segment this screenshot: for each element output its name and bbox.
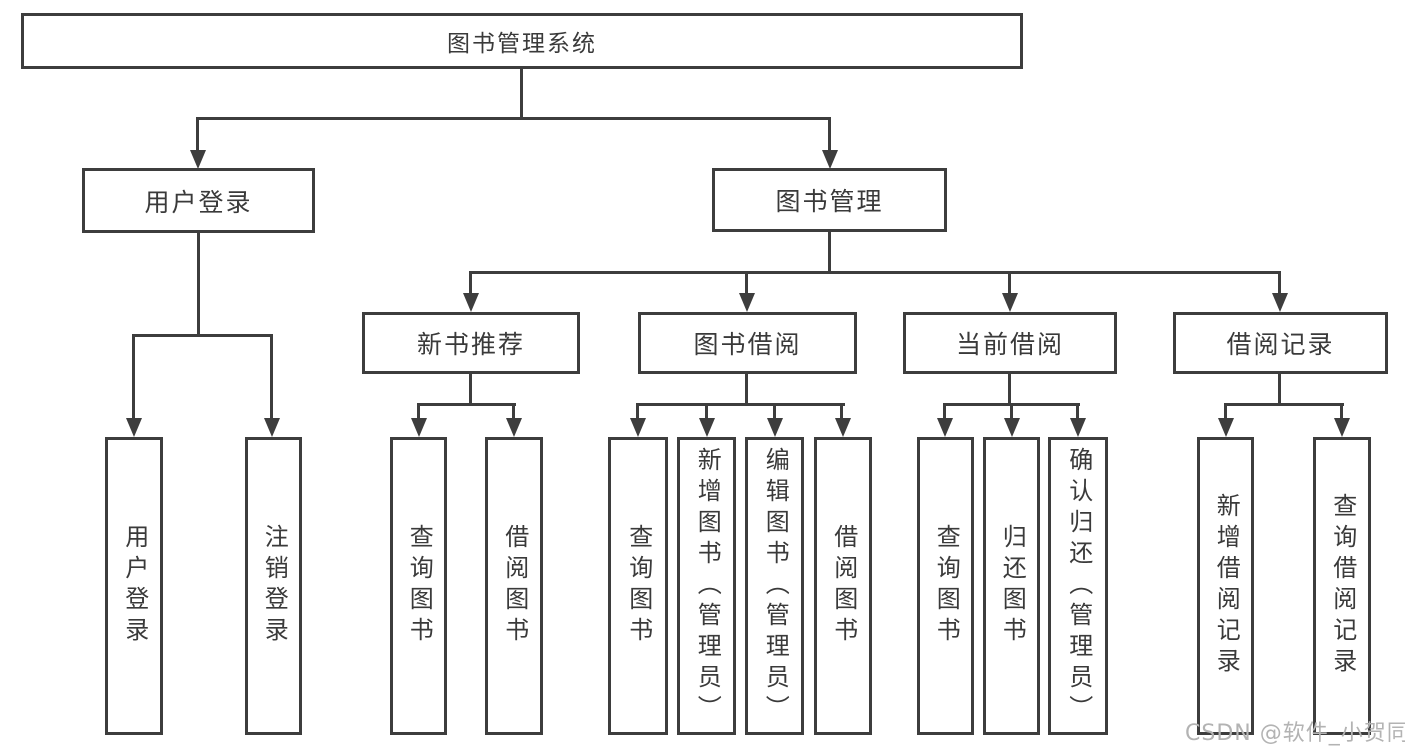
node-book-borrow: 图书借阅 xyxy=(638,312,857,374)
leaf-recommend-query-books: 查询图书 xyxy=(390,437,447,735)
connector-arrow-down xyxy=(739,293,755,312)
connector-vline xyxy=(469,271,472,295)
connector-vline xyxy=(636,403,639,420)
connector-vline xyxy=(520,69,523,118)
connector-arrow-down xyxy=(822,150,838,169)
node-new-book-recommend-label: 新书推荐 xyxy=(416,330,525,359)
leaf-edit-books-admin-label: 编辑图书（管理员） xyxy=(761,446,790,726)
connector-vline xyxy=(1278,374,1281,406)
leaf-query-borrow-record-label: 查询借阅记录 xyxy=(1328,493,1357,679)
node-borrow-records: 借阅记录 xyxy=(1173,312,1388,374)
node-root-label: 图书管理系统 xyxy=(447,31,597,57)
connector-arrow-down xyxy=(767,418,783,437)
leaf-borrow-query-books-label: 查询图书 xyxy=(624,524,653,648)
connector-vline xyxy=(1076,403,1079,420)
leaf-edit-books-admin: 编辑图书（管理员） xyxy=(745,437,804,735)
connector-arrow-down xyxy=(506,418,522,437)
connector-vline xyxy=(1224,403,1227,420)
connector-vline xyxy=(1008,271,1011,295)
connector-vline xyxy=(270,334,273,420)
connector-vline xyxy=(469,374,472,406)
leaf-current-query-books-label: 查询图书 xyxy=(932,524,961,648)
connector-vline xyxy=(132,334,135,420)
connector-vline xyxy=(196,117,199,151)
connector-arrow-down xyxy=(937,418,953,437)
leaf-return-books-label: 归还图书 xyxy=(998,524,1027,648)
connector-vline xyxy=(828,232,831,274)
leaf-query-borrow-record: 查询借阅记录 xyxy=(1313,437,1371,735)
node-borrow-records-label: 借阅记录 xyxy=(1226,330,1335,359)
leaf-recommend-query-books-label: 查询图书 xyxy=(405,524,434,648)
csdn-watermark: CSDN @软件_小贺同学 xyxy=(1185,721,1405,746)
connector-arrow-down xyxy=(1070,418,1086,437)
connector-hline xyxy=(196,117,831,120)
leaf-add-borrow-record-label: 新增借阅记录 xyxy=(1212,493,1241,679)
connector-vline xyxy=(705,403,708,420)
leaf-recommend-borrow-books: 借阅图书 xyxy=(485,437,543,735)
connector-arrow-down xyxy=(699,418,715,437)
leaf-confirm-return-admin: 确认归还（管理员） xyxy=(1048,437,1108,735)
leaf-add-books-admin-label: 新增图书（管理员） xyxy=(693,446,722,726)
connector-vline xyxy=(773,403,776,420)
node-user-login-label: 用户登录 xyxy=(144,187,253,217)
connector-vline xyxy=(745,271,748,295)
leaf-recommend-borrow-books-label: 借阅图书 xyxy=(500,524,529,648)
connector-vline xyxy=(828,117,831,151)
connector-vline xyxy=(1010,403,1013,420)
leaf-add-books-admin: 新增图书（管理员） xyxy=(677,437,736,735)
connector-hline xyxy=(417,403,516,406)
node-root: 图书管理系统 xyxy=(21,13,1023,69)
node-current-borrow-label: 当前借阅 xyxy=(955,330,1064,359)
connector-arrow-down xyxy=(264,418,280,437)
leaf-logout: 注销登录 xyxy=(245,437,302,735)
connector-arrow-down xyxy=(835,418,851,437)
leaf-user-login-label: 用户登录 xyxy=(120,524,149,648)
connector-hline xyxy=(636,403,845,406)
leaf-return-books: 归还图书 xyxy=(983,437,1040,735)
node-book-borrow-label: 图书借阅 xyxy=(693,330,802,359)
connector-hline xyxy=(132,334,273,337)
node-user-login: 用户登录 xyxy=(82,168,315,233)
leaf-add-borrow-record: 新增借阅记录 xyxy=(1197,437,1254,735)
connector-arrow-down xyxy=(1218,418,1234,437)
connector-arrow-down xyxy=(190,150,206,169)
leaf-borrow-books-label: 借阅图书 xyxy=(829,524,858,648)
connector-vline xyxy=(1008,374,1011,406)
connector-vline xyxy=(512,403,515,420)
connector-arrow-down xyxy=(630,418,646,437)
node-book-management-label: 图书管理 xyxy=(775,187,884,216)
connector-arrow-down xyxy=(126,418,142,437)
node-current-borrow: 当前借阅 xyxy=(903,312,1117,374)
leaf-confirm-return-admin-label: 确认归还（管理员） xyxy=(1064,446,1093,726)
leaf-user-login: 用户登录 xyxy=(105,437,163,735)
connector-vline xyxy=(417,403,420,420)
leaf-current-query-books: 查询图书 xyxy=(917,437,974,735)
connector-vline xyxy=(1340,403,1343,420)
connector-arrow-down xyxy=(1272,293,1288,312)
connector-hline xyxy=(469,271,1281,274)
connector-hline xyxy=(1224,403,1344,406)
leaf-borrow-query-books: 查询图书 xyxy=(608,437,668,735)
connector-vline xyxy=(745,374,748,406)
connector-arrow-down xyxy=(1334,418,1350,437)
connector-arrow-down xyxy=(1002,293,1018,312)
leaf-borrow-books: 借阅图书 xyxy=(814,437,872,735)
connector-vline xyxy=(840,403,843,420)
connector-vline xyxy=(197,233,200,336)
connector-arrow-down xyxy=(1004,418,1020,437)
node-book-management: 图书管理 xyxy=(712,168,947,232)
connector-vline xyxy=(943,403,946,420)
connector-vline xyxy=(1278,271,1281,295)
connector-arrow-down xyxy=(463,293,479,312)
leaf-logout-label: 注销登录 xyxy=(260,524,289,648)
node-new-book-recommend: 新书推荐 xyxy=(362,312,580,374)
connector-arrow-down xyxy=(411,418,427,437)
